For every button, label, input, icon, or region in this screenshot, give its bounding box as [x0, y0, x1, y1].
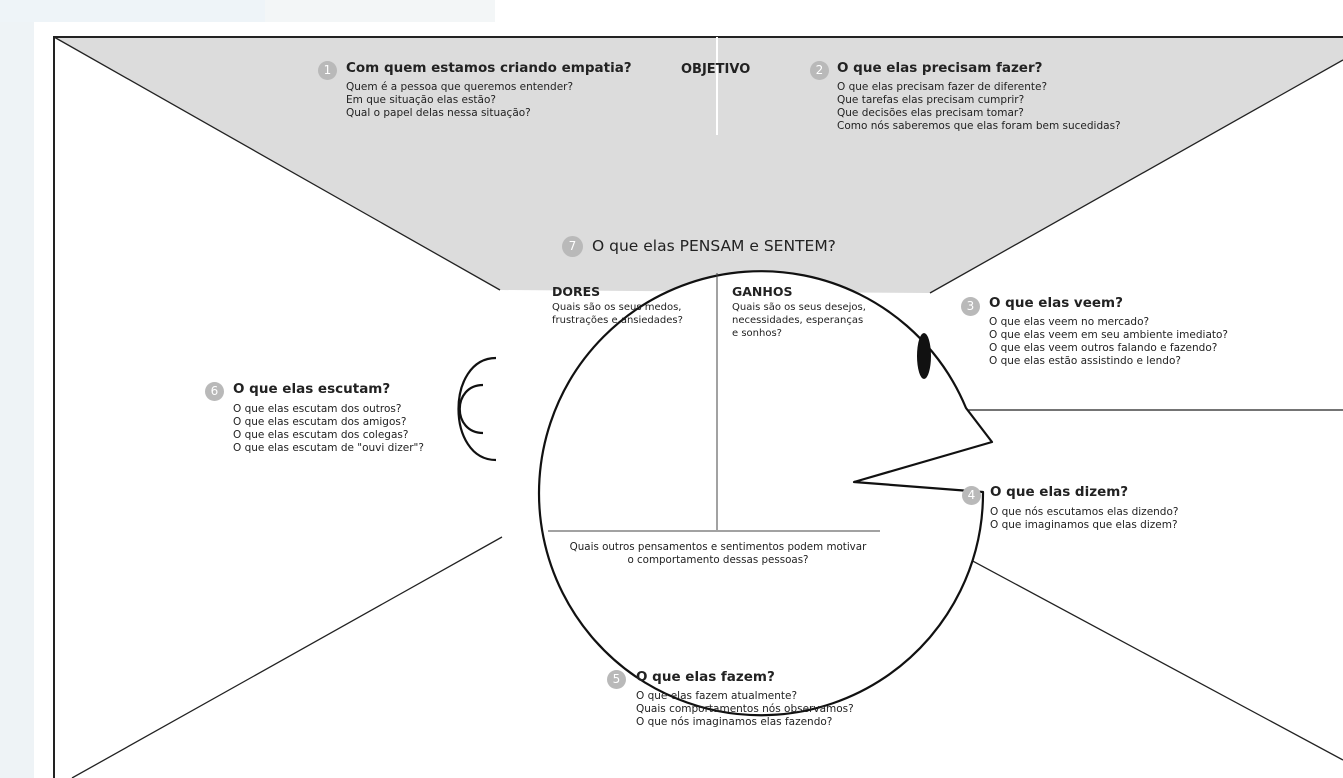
section-6-question: O que elas escutam dos outros? [233, 403, 402, 415]
section-3-badge: 3 [961, 297, 980, 316]
dores-line: Quais são os seus medos, [552, 302, 682, 313]
section-1-badge: 1 [318, 61, 337, 80]
section-5-title: O que elas fazem? [636, 669, 775, 685]
section-4-question: O que nós escutamos elas dizendo? [990, 506, 1179, 518]
ear-inner [458, 383, 484, 435]
section-2-question: O que elas precisam fazer de diferente? [837, 81, 1048, 93]
section-6-badge: 6 [205, 382, 224, 401]
section-5-question: O que elas fazem atualmente? [636, 690, 798, 702]
section-4-badge: 4 [962, 486, 981, 505]
background-tile [0, 0, 265, 22]
section-5-badge: 5 [607, 670, 626, 689]
section-2-badge: 2 [810, 61, 829, 80]
section-6-question: O que elas escutam dos amigos? [233, 416, 407, 428]
eye [917, 333, 931, 379]
section-5-question: O que nós imaginamos elas fazendo? [636, 716, 833, 728]
ganhos-line: e sonhos? [732, 328, 782, 339]
section-1-question: Qual o papel delas nessa situação? [346, 107, 531, 119]
section-1-question: Quem é a pessoa que queremos entender? [346, 81, 574, 93]
section-3-question: O que elas estão assistindo e lendo? [989, 355, 1181, 367]
dores-line: frustrações e ansiedades? [552, 315, 683, 326]
background-tile [265, 0, 495, 22]
header-region [54, 37, 1343, 293]
section-6-question: O que elas escutam dos colegas? [233, 429, 409, 441]
section-3-question: O que elas veem outros falando e fazendo… [989, 342, 1218, 354]
section-4-title: O que elas dizem? [990, 484, 1129, 500]
section-7-badge: 7 [562, 236, 583, 257]
section-5-question: Quais comportamentos nós observamos? [636, 703, 854, 715]
section-3-question: O que elas veem em seu ambiente imediato… [989, 329, 1228, 341]
section-2-question: Como nós saberemos que elas foram bem su… [837, 120, 1121, 132]
thinking-bottom-line: Quais outros pensamentos e sentimentos p… [569, 541, 867, 553]
background-tile [0, 22, 34, 778]
ganhos-line: Quais são os seus desejos, [732, 302, 866, 313]
section-3-question: O que elas veem no mercado? [989, 316, 1150, 328]
ganhos-title: GANHOS [732, 284, 793, 299]
thinking-bottom-line: o comportamento dessas pessoas? [627, 554, 809, 566]
diagonal-bottom-right [927, 536, 1343, 761]
section-2-question: Que tarefas elas precisam cumprir? [837, 94, 1025, 106]
section-6-title: O que elas escutam? [233, 381, 391, 397]
section-1-title: Com quem estamos criando empatia? [346, 60, 632, 76]
section-6-question: O que elas escutam de "ouvi dizer"? [233, 442, 424, 454]
section-4-question: O que imaginamos que elas dizem? [990, 519, 1178, 531]
head-outline [537, 270, 994, 717]
section-1-question: Em que situação elas estão? [346, 94, 496, 106]
dores-title: DORES [552, 284, 601, 299]
section-2-question: Que decisões elas precisam tomar? [837, 107, 1024, 119]
ganhos-line: necessidades, esperanças [732, 315, 864, 326]
diagonal-top-right [929, 59, 1343, 294]
section-3-title: O que elas veem? [989, 295, 1123, 311]
diagonal-top-left [53, 36, 501, 291]
section-2-title: O que elas precisam fazer? [837, 60, 1043, 76]
section-7-title: O que elas PENSAM e SENTEM? [592, 237, 836, 255]
diagonal-bottom-left [71, 536, 503, 778]
objective-label: OBJETIVO [681, 62, 751, 77]
